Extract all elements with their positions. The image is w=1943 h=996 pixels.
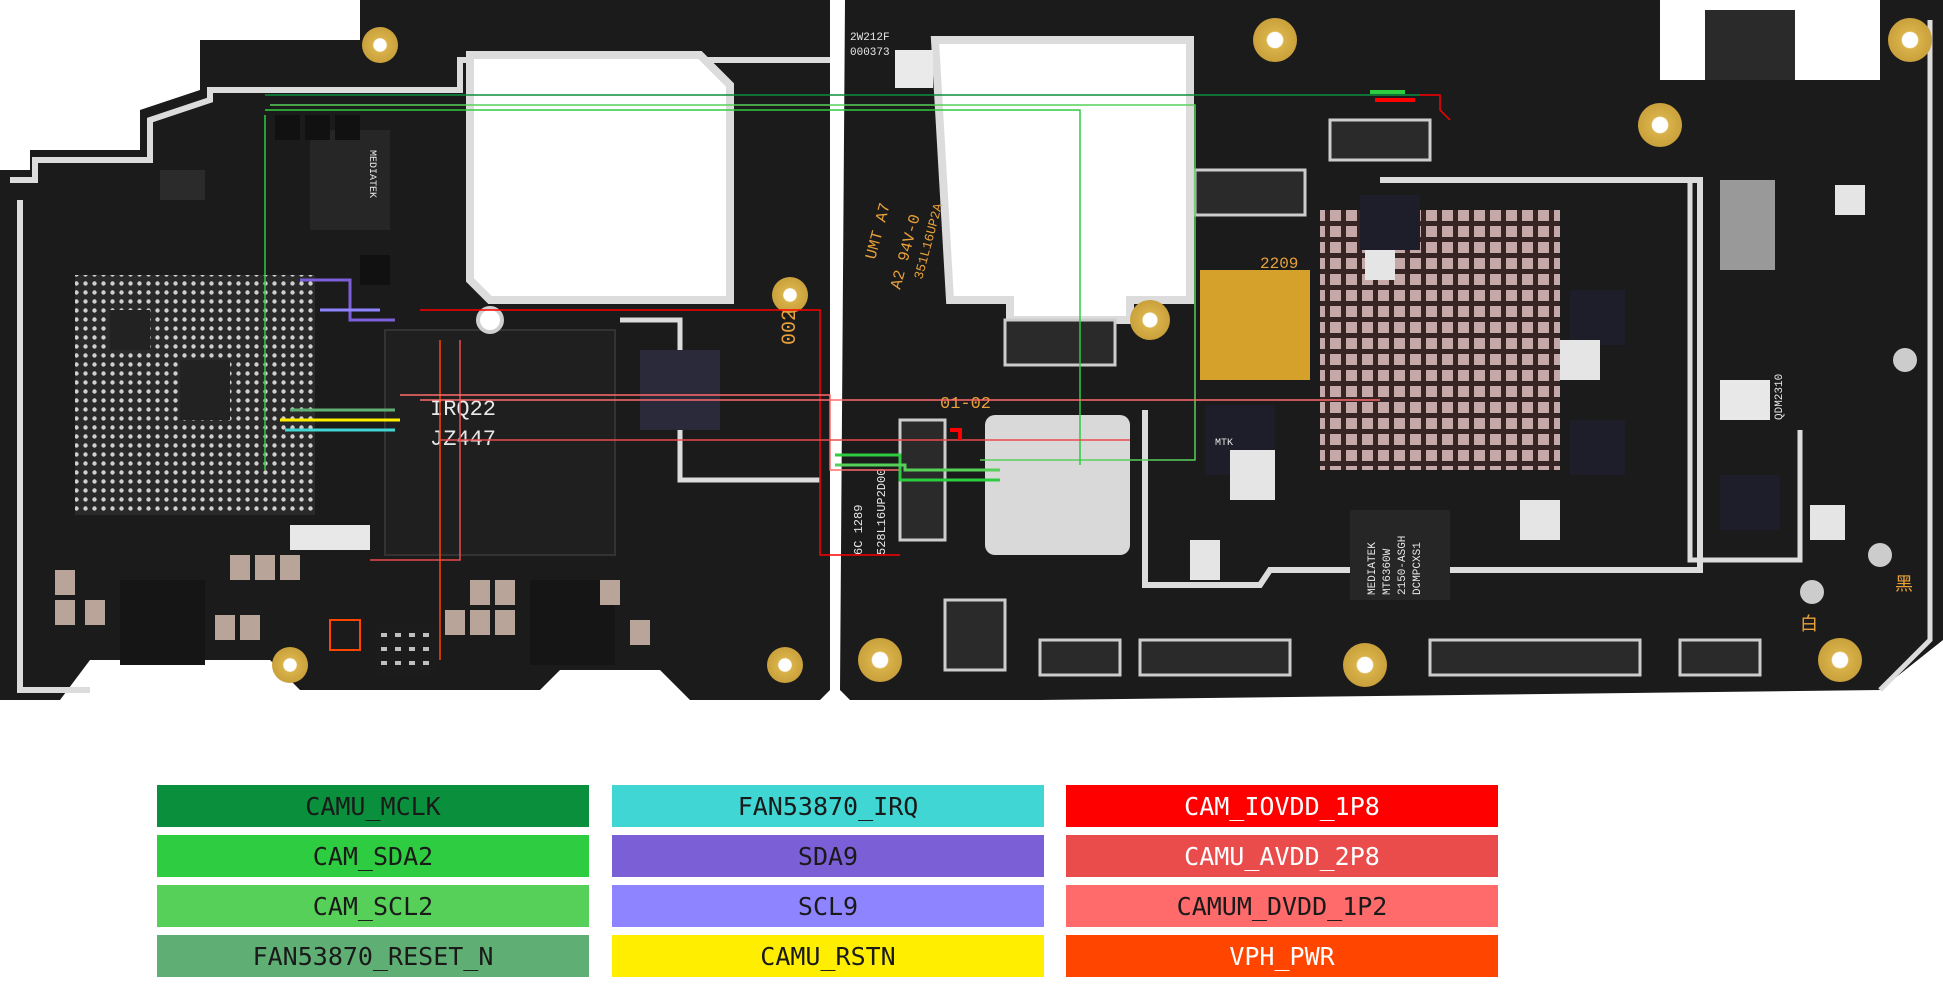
trace-camu-avdd xyxy=(370,340,461,561)
mount-hole-9 xyxy=(858,638,902,682)
silk-qdm2310: QDM2310 xyxy=(1774,374,1786,420)
coax-connector-1 xyxy=(1893,348,1917,372)
legend-cam-iovdd-1p8: CAM_IOVDD_1P8 xyxy=(1066,785,1498,827)
mtk-chip-top xyxy=(1360,195,1420,250)
pcb-diagram: IRQ22 JZ447 MEDIATEK 002 xyxy=(0,0,1943,700)
silk-mediatek: MEDIATEK xyxy=(1367,542,1379,595)
mount-hole-2 xyxy=(772,277,808,313)
chip-label-irq22: IRQ22 xyxy=(430,397,496,422)
connector-top-1 xyxy=(1328,118,1432,162)
legend-cam-scl2: CAM_SCL2 xyxy=(157,885,589,927)
speaker-can xyxy=(1705,10,1795,80)
silk-2209: 2209 xyxy=(1260,255,1298,273)
silk-2150: 2150-ASGH xyxy=(1397,536,1409,595)
trace-camum-dvdd xyxy=(400,394,900,471)
silk-6c1289: 6C 1289 xyxy=(852,505,866,555)
silver-shield xyxy=(985,415,1130,555)
silk-528l16: 528L16UP2D00 xyxy=(875,469,889,555)
mount-hole-10 xyxy=(1818,638,1862,682)
mtk-chip-right-2 xyxy=(1570,420,1625,475)
legend-fan53870-irq: FAN53870_IRQ xyxy=(612,785,1044,827)
mount-hole-1 xyxy=(362,27,398,63)
mount-hole-5 xyxy=(1253,18,1297,62)
silk-mt6360w: MT6360W xyxy=(1382,548,1394,595)
trace-sda9 xyxy=(300,278,395,322)
shield-clip xyxy=(290,525,370,550)
board-code-002: 002 xyxy=(779,309,802,345)
silk-01-02: 01-02 xyxy=(940,395,991,414)
mount-hole-11 xyxy=(1888,18,1932,62)
trace-cam-iovdd xyxy=(420,309,900,556)
silk-2w212f: 2W212F xyxy=(850,32,890,44)
mtk-chip-right-1 xyxy=(1570,290,1625,345)
connector-bottom-2 xyxy=(1428,638,1642,677)
connector-top-2 xyxy=(1193,168,1307,217)
silk-hei: 黑 xyxy=(1895,575,1913,596)
coax-connector-2 xyxy=(1868,543,1892,567)
mount-hole-8 xyxy=(1343,643,1387,687)
mount-hole-6 xyxy=(1638,103,1682,147)
coax-connector-3 xyxy=(1800,580,1824,604)
left-board: IRQ22 JZ447 MEDIATEK 002 xyxy=(0,0,830,700)
trace-cam-scl2 xyxy=(270,104,1196,461)
small-ic-left xyxy=(640,350,720,430)
legend-camu-rstn: CAMU_RSTN xyxy=(612,935,1044,977)
connector-mid xyxy=(1003,318,1117,367)
pmic-label: MEDIATEK xyxy=(366,150,377,198)
mount-hole-7 xyxy=(1130,300,1170,340)
trace-overlay xyxy=(264,90,1451,660)
legend-fan53870-reset-n: FAN53870_RESET_N xyxy=(157,935,589,977)
pad-field xyxy=(1320,210,1560,470)
pmic-chip xyxy=(310,130,390,230)
pcb-photo-area: IRQ22 JZ447 MEDIATEK 002 xyxy=(0,0,1943,700)
connector-bottom-3 xyxy=(1038,638,1122,677)
mount-hole-3 xyxy=(272,647,308,683)
silk-dcmpcxs1: DCMPCXS1 xyxy=(1412,542,1424,595)
legend-sda9: SDA9 xyxy=(612,835,1044,877)
legend-cam-sda2: CAM_SDA2 xyxy=(157,835,589,877)
sensor-plate xyxy=(1720,180,1775,270)
connector-bottom-4 xyxy=(1678,638,1762,677)
mount-hole-4 xyxy=(767,647,803,683)
silk-mtk-1: MTK xyxy=(1215,438,1233,449)
qr-code xyxy=(895,50,933,88)
legend-vph-pwr: VPH_PWR xyxy=(1066,935,1498,977)
silk-000373: 000373 xyxy=(850,47,890,59)
memory-chip xyxy=(384,329,616,556)
qdm-label-plate xyxy=(1720,380,1770,420)
inductor-left xyxy=(120,580,205,665)
legend-camum-dvdd-1p2: CAMUM_DVDD_1P2 xyxy=(1066,885,1498,927)
legend-scl9: SCL9 xyxy=(612,885,1044,927)
legend-camu-avdd-2p8: CAMU_AVDD_2P8 xyxy=(1066,835,1498,877)
legend-camu-mclk: CAMU_MCLK xyxy=(157,785,589,827)
connector-bottom-1 xyxy=(1138,638,1292,677)
silk-bai: 白 xyxy=(1800,614,1818,636)
gold-shield xyxy=(1200,270,1310,380)
mt6360-chip xyxy=(1350,510,1450,600)
